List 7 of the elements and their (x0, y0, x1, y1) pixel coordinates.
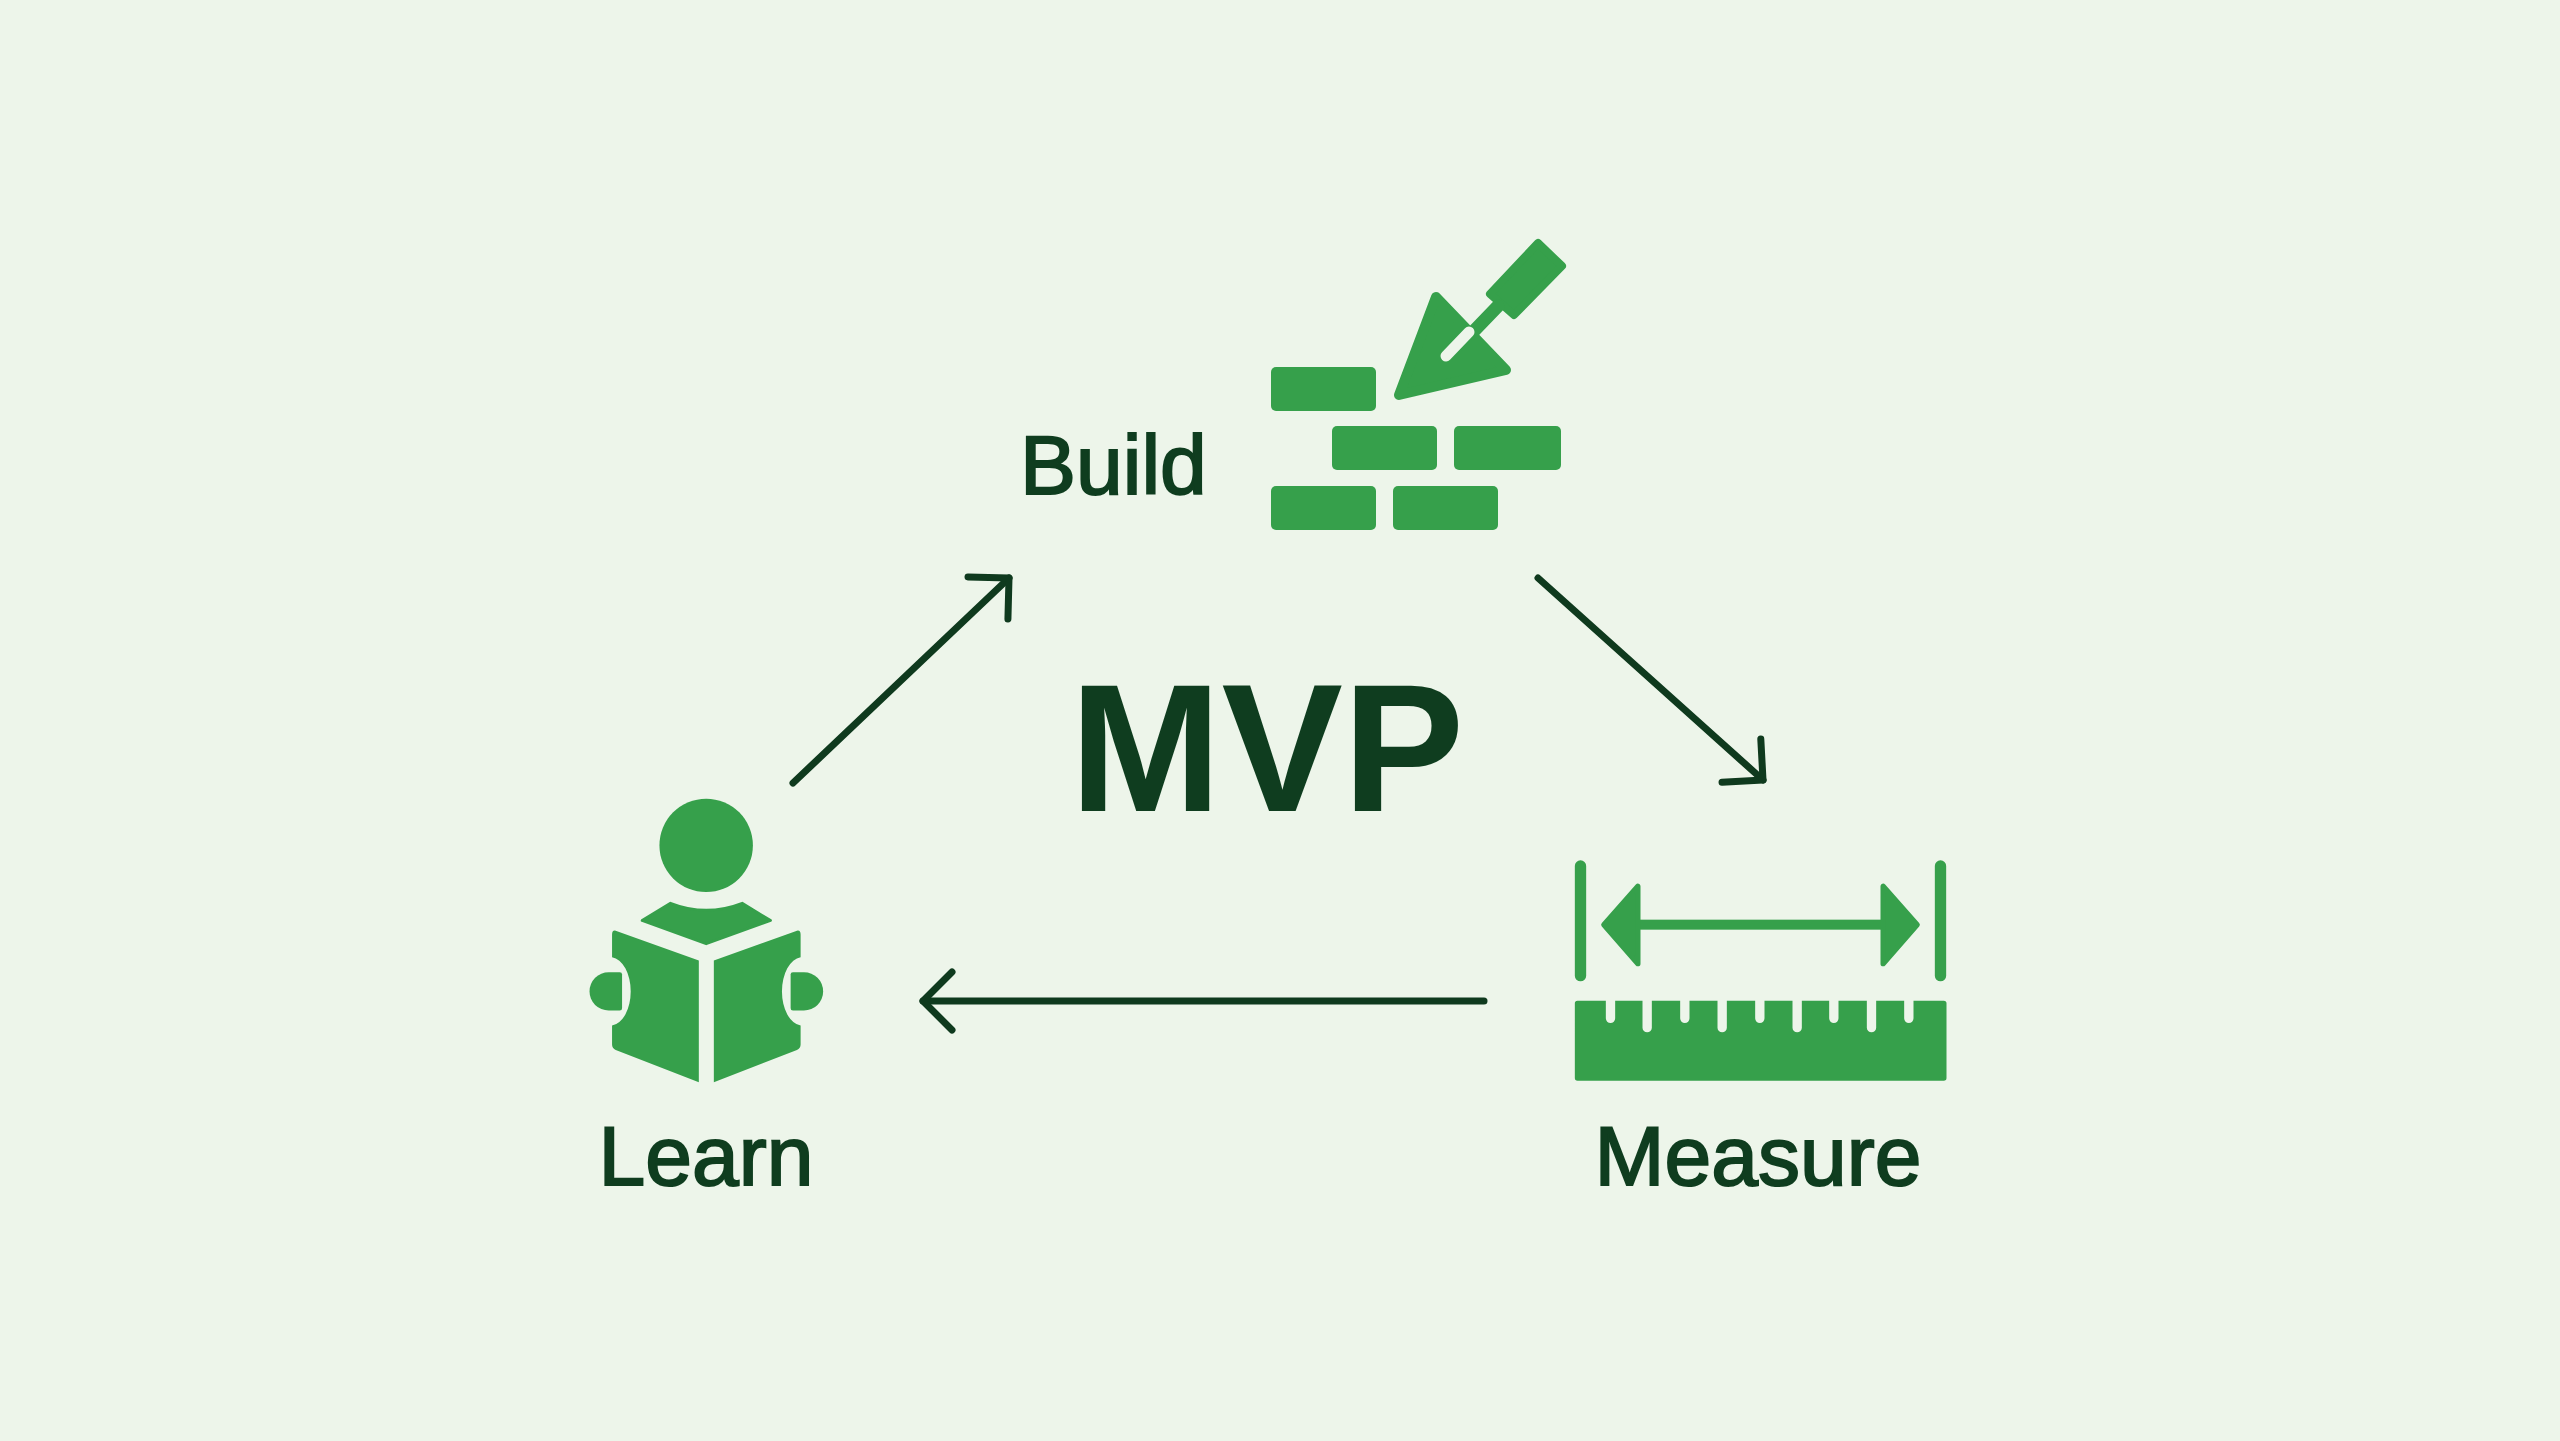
stage-label: Build (1020, 423, 1207, 507)
center-label: MVP (1069, 657, 1465, 839)
stage-label: Measure (1594, 1114, 1922, 1198)
arrow (1534, 574, 1767, 786)
arrow (919, 968, 1488, 1034)
stage-label: Learn (598, 1114, 814, 1198)
arrow (789, 573, 1013, 787)
